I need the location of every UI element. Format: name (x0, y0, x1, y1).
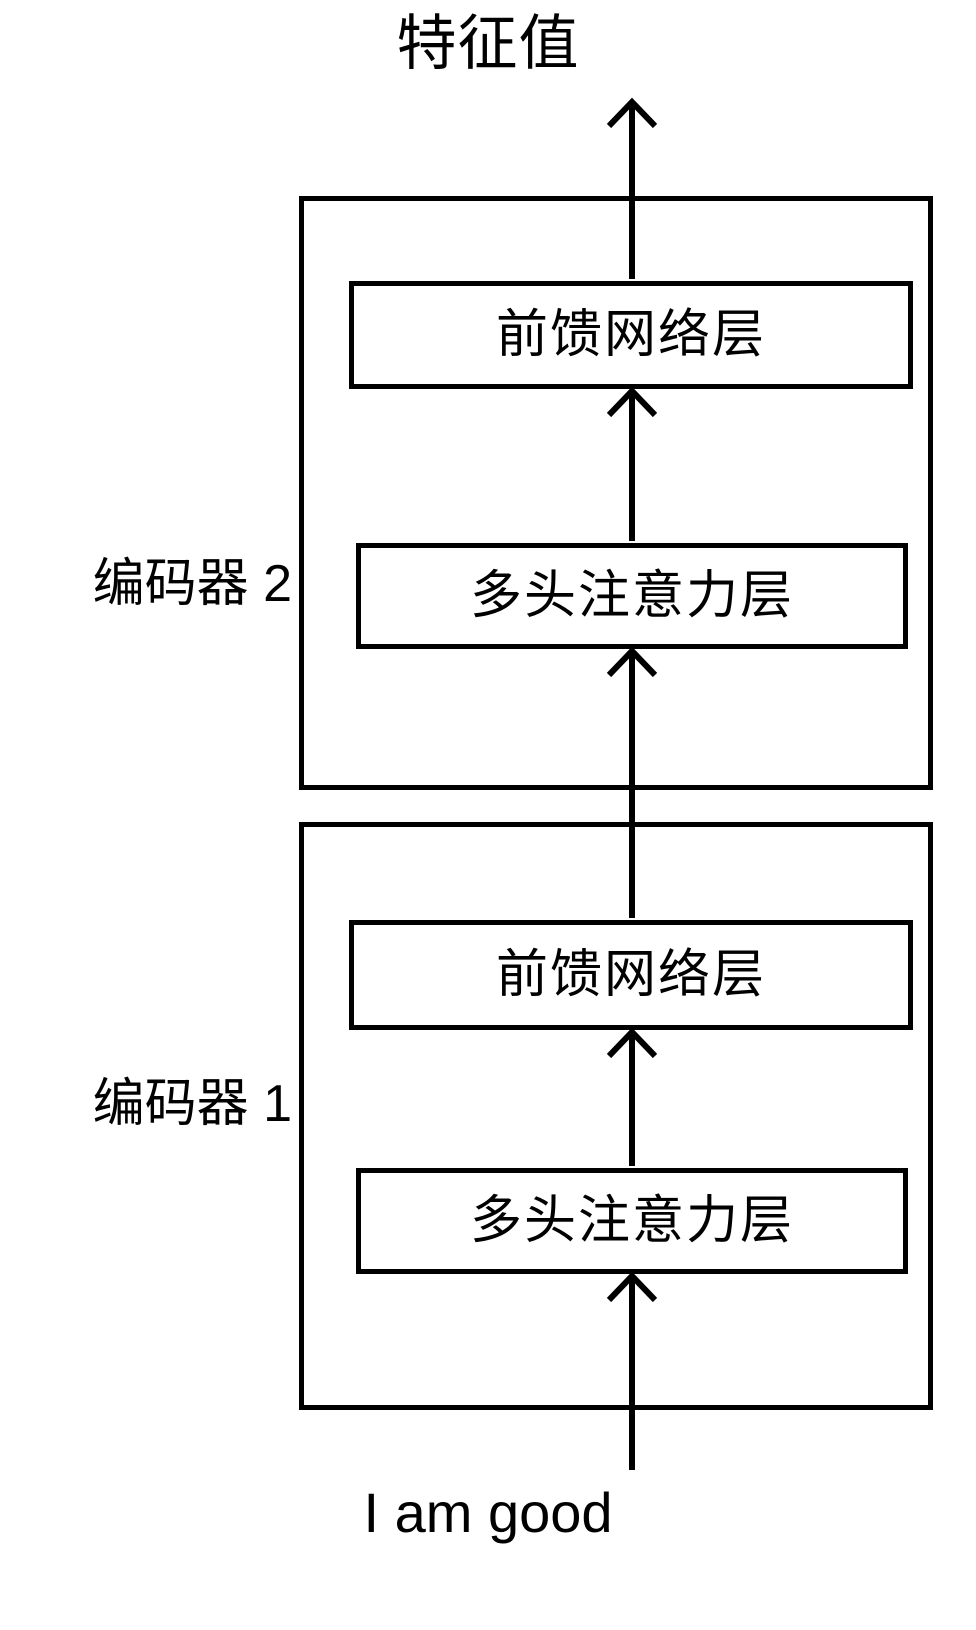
encoder-1-label: 编码器 1 (92, 1075, 292, 1133)
output-label: 特征值 (396, 10, 580, 77)
encoder-1-feedforward-layer-label: 前馈网络层 (495, 946, 766, 1004)
encoder-1-multihead-attention-layer-box: 多头注意力层 (356, 1168, 908, 1274)
encoder-1-multihead-attention-layer-label: 多头注意力层 (469, 1192, 794, 1250)
encoder-1-feedforward-layer-box: 前馈网络层 (349, 920, 913, 1030)
encoder-2-label: 编码器 2 (92, 555, 292, 613)
encoder-2-feedforward-layer-label: 前馈网络层 (495, 306, 766, 364)
encoder-2-multihead-attention-layer-box: 多头注意力层 (356, 543, 908, 649)
encoder-2-feedforward-layer-box: 前馈网络层 (349, 281, 913, 389)
input-text-label: I am good (363, 1481, 613, 1544)
encoder-2-multihead-attention-layer-label: 多头注意力层 (469, 567, 794, 625)
encoder-2-box (299, 196, 933, 790)
encoder-1-box (299, 822, 933, 1410)
